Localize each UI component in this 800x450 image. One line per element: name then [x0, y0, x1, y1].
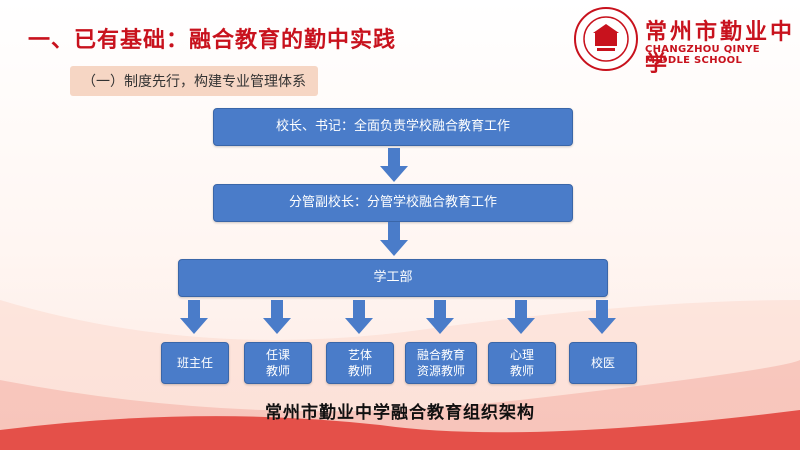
org-node-subject-teachers: 任课 教师 [244, 342, 312, 384]
node-line-2: 资源教师 [416, 364, 465, 378]
node-line-1: 融合教育 [416, 348, 465, 362]
node-line-2: 教师 [265, 364, 290, 378]
org-node-vice-principal: 分管副校长：分管学校融合教育工作 [213, 184, 573, 222]
school-logo-icon [574, 7, 638, 71]
org-node-head-teacher: 班主任 [161, 342, 229, 384]
node-line-1: 班主任 [176, 356, 213, 370]
node-line-2: 教师 [347, 364, 372, 378]
down-arrow-icon [380, 148, 408, 182]
down-arrow-icon [426, 300, 454, 334]
diagram-caption: 常州市勤业中学融合教育组织架构 [265, 403, 535, 423]
down-arrow-icon [588, 300, 616, 334]
node-line-2: 教师 [509, 364, 534, 378]
org-node-psychology-teachers: 心理 教师 [488, 342, 556, 384]
org-node-principal: 校长、书记：全面负责学校融合教育工作 [213, 108, 573, 146]
node-line-1: 艺体 [347, 348, 372, 362]
node-line-1: 校医 [590, 356, 615, 370]
down-arrow-icon [180, 300, 208, 334]
school-name: 常州市勤业中学 [645, 19, 796, 77]
page-title: 一、已有基础：融合教育的勤中实践 [28, 28, 397, 53]
node-line-1: 任课 [265, 348, 290, 362]
school-name-english: CHANGZHOU QINYE MIDDLE SCHOOL [645, 44, 760, 66]
down-arrow-icon [345, 300, 373, 334]
down-arrow-icon [263, 300, 291, 334]
node-line-1: 心理 [509, 348, 534, 362]
org-node-arts-pe-teachers: 艺体 教师 [326, 342, 394, 384]
org-node-student-affairs: 学工部 [178, 259, 608, 297]
down-arrow-icon [380, 222, 408, 256]
section-subtitle: （一）制度先行，构建专业管理体系 [70, 66, 318, 96]
org-node-resource-teachers: 融合教育 资源教师 [405, 342, 477, 384]
down-arrow-icon [507, 300, 535, 334]
org-node-school-doctor: 校医 [569, 342, 637, 384]
